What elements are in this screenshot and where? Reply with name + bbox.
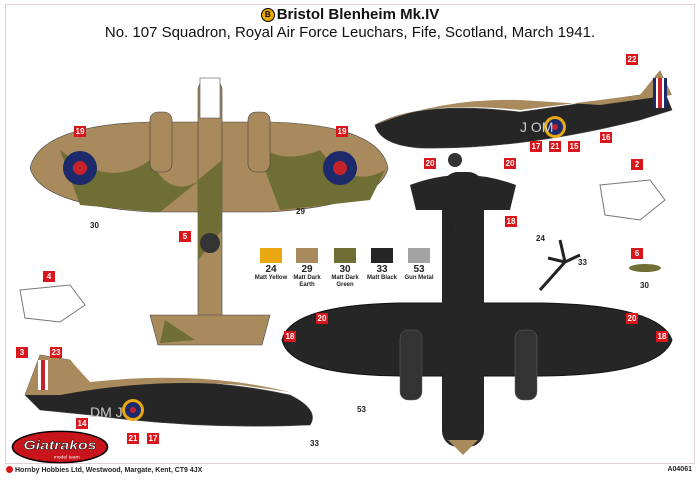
callout: 17 <box>147 433 159 444</box>
callout: 2 <box>631 159 643 170</box>
callout: 5 <box>179 231 191 242</box>
squadron-code-left: DM J <box>90 404 123 420</box>
callout: 19 <box>336 126 348 137</box>
logo-subtext: model team <box>54 455 80 459</box>
hornby-logo-icon <box>6 466 13 473</box>
paint-label: 24 <box>536 234 545 243</box>
callout: 22 <box>626 54 638 65</box>
underside-view <box>281 172 673 455</box>
callout: 20 <box>504 158 516 169</box>
paint-label: 30 <box>90 221 99 230</box>
footer-address: Hornby Hobbies Ltd, Westwood, Margate, K… <box>6 466 202 474</box>
callout: 17 <box>530 141 542 152</box>
paint-label: 53 <box>357 405 366 414</box>
title-text: Bristol Blenheim Mk.IV <box>276 6 440 23</box>
callout: 6 <box>631 248 643 259</box>
callout: 20 <box>424 158 436 169</box>
callout: 21 <box>549 141 561 152</box>
callout: 23 <box>50 347 62 358</box>
top-view <box>29 77 389 346</box>
callout: 18 <box>656 331 668 342</box>
callout: 14 <box>76 418 88 429</box>
scheme-badge: B <box>260 8 275 22</box>
squadron-code-right: J OM <box>520 119 553 135</box>
scheme-subtitle: No. 107 Squadron, Royal Air Force Leucha… <box>104 24 596 41</box>
callout: 4 <box>43 271 55 282</box>
paint-label: 33 <box>578 258 587 267</box>
giatrakos-logo: Giatrakos model team <box>11 430 109 464</box>
paint-label: 30 <box>640 281 649 290</box>
page-border <box>5 4 695 464</box>
callout: 19 <box>74 126 86 137</box>
callout: 20 <box>316 313 328 324</box>
callout: 18 <box>284 331 296 342</box>
callout: 18 <box>505 216 517 227</box>
paint-label: 33 <box>310 439 319 448</box>
paint-label: 33 <box>444 222 453 231</box>
kit-code: A04061 <box>667 466 692 473</box>
footer-company: Hornby Hobbies Ltd, Westwood, Margate, K… <box>15 467 203 474</box>
detail-drawings <box>19 179 666 323</box>
callout: 16 <box>600 132 612 143</box>
starboard-side-view: J OM <box>374 70 673 167</box>
port-side-view: DM J <box>24 354 313 427</box>
callout: 15 <box>568 141 580 152</box>
callout: 3 <box>16 347 28 358</box>
callout: 20 <box>626 313 638 324</box>
logo-text: Giatrakos <box>24 439 97 453</box>
callout: 21 <box>127 433 139 444</box>
paint-label: 29 <box>296 207 305 216</box>
